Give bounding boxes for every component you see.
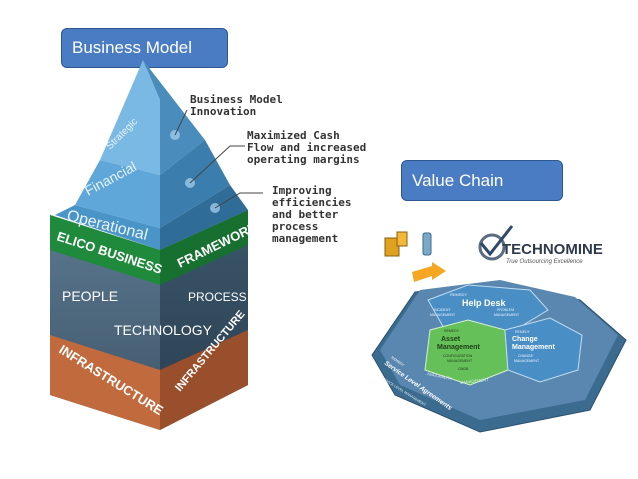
availability-label: AVAILABILITY [427, 371, 453, 381]
incident-management-2: MANAGEMENT [430, 313, 456, 317]
green-band-left [50, 215, 160, 285]
callout-business-model-innovation: Business Model Innovation [190, 93, 283, 118]
label-technology: TECHNOLOGY [114, 322, 213, 338]
pyramid-strategic-right [143, 60, 205, 175]
callout-improving-efficiencies: Improving efficiencies and better proces… [272, 184, 352, 245]
change-management-2: MANAGEMENT [514, 359, 540, 363]
management-label: MANAGEMENT [460, 377, 490, 385]
pyramid-strategic-left [100, 60, 160, 175]
configuration-management-2: MANAGEMENT [447, 359, 473, 363]
usb-device-icon [422, 232, 432, 256]
value-chain-title: Value Chain [412, 170, 504, 190]
callout-line-1 [174, 109, 188, 136]
change-management-1: CHANGE [518, 354, 534, 358]
problem-management-2: MANAGEMENT [494, 313, 520, 317]
label-process: PROCESS [188, 290, 247, 304]
business-model-title-box: Business Model [61, 28, 228, 68]
change-title-2: Management [512, 344, 555, 351]
server-box-icon [384, 237, 400, 257]
infrastructure-band-right [160, 330, 248, 430]
label-people: PEOPLE [62, 288, 118, 304]
incident-management-1: INCIDENT [434, 308, 451, 312]
helpdesk-title: Help Desk [462, 298, 507, 308]
problem-management-1: PROBLEM [497, 308, 514, 312]
callout-line-2 [189, 145, 245, 184]
asset-title-1: Asset [441, 336, 461, 343]
change-prefix: REMEDY [515, 330, 531, 334]
value-chain-title-box: Value Chain [401, 160, 563, 201]
green-band-right [160, 210, 248, 285]
technomine-logo-icon [478, 233, 506, 261]
helpdesk-prefix: REMEDY [450, 292, 467, 297]
technomine-name: TECHNOMINE [502, 241, 603, 258]
pyramid-operational-left [55, 205, 160, 250]
callout-maximized-cash-flow: Maximized Cash Flow and increased operat… [247, 129, 367, 166]
callout-line-3 [214, 192, 263, 209]
change-management-hexagon [504, 317, 583, 383]
arrow-icon [412, 262, 446, 282]
business-model-title: Business Model [72, 38, 193, 57]
cmdb-label: CMDB [458, 367, 469, 371]
infrastructure-band-left [50, 335, 160, 430]
server-box-icon-2 [396, 231, 408, 247]
change-title-1: Change [512, 336, 538, 343]
technomine-tagline: True Outsourcing Excellence [506, 259, 583, 265]
technomine-check-icon [479, 225, 514, 257]
pyramid-financial-left [75, 160, 160, 228]
asset-title-2: Management [437, 344, 480, 351]
asset-prefix: REMEDY [444, 329, 460, 333]
configuration-management-1: CONFIGURATION [443, 354, 473, 358]
